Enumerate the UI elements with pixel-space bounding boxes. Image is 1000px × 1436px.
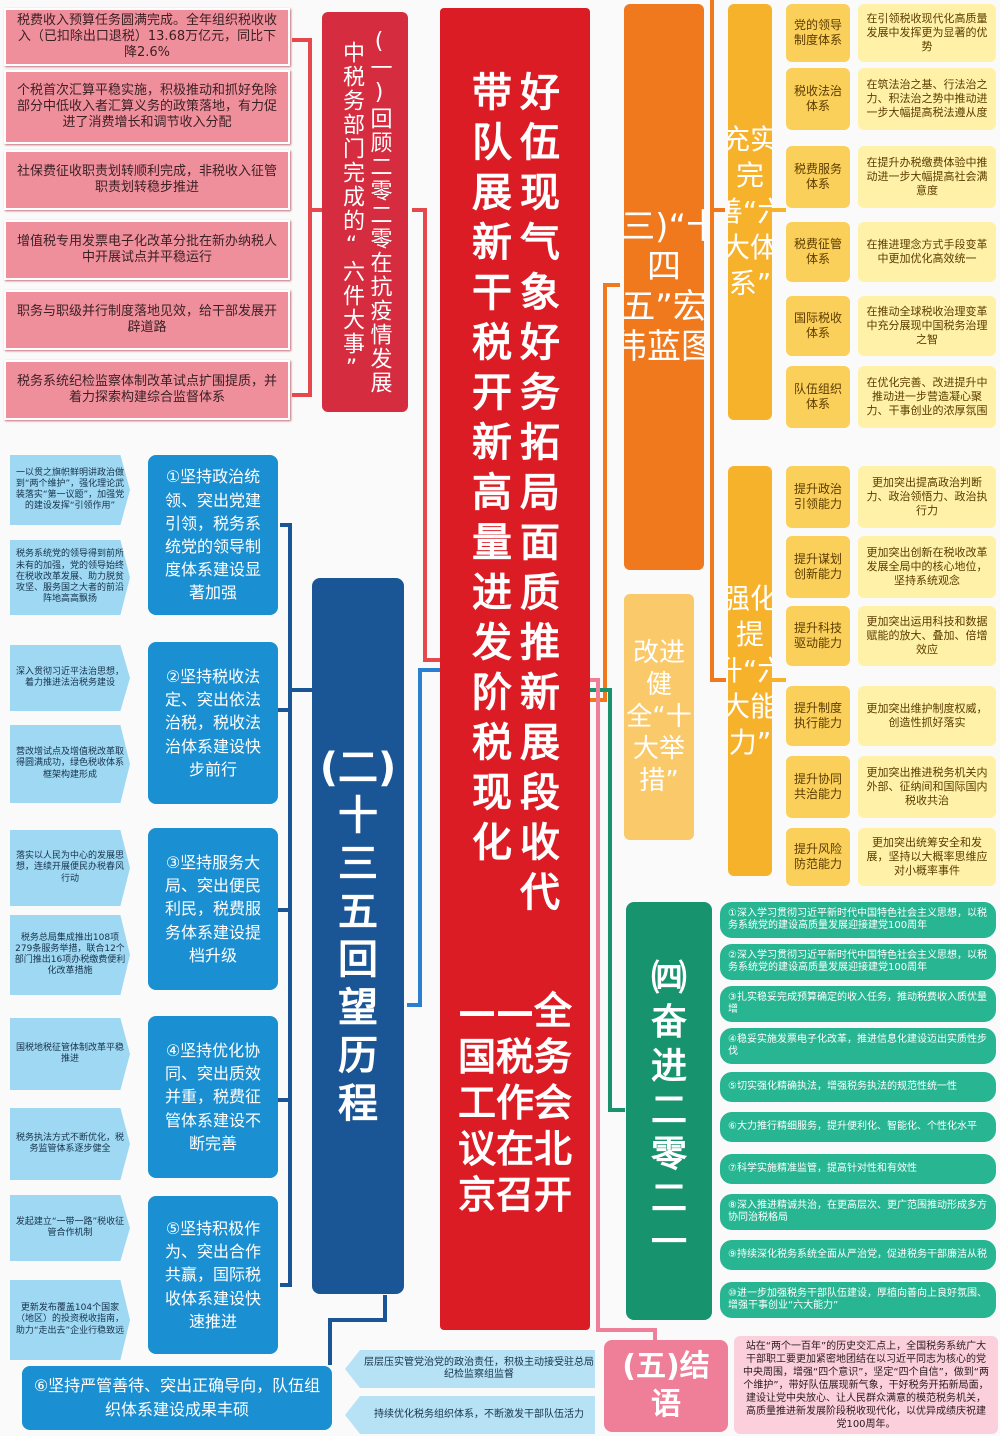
- ability-desc-4: 更加突出维护制度权威，创造性抓好落实: [858, 686, 996, 746]
- center-title-col-left: 带队展新干税开新高量进发阶税现化: [472, 70, 512, 866]
- part4-item-6: ⑥大力推行精细服务，提升便利化、智能化、个性化水平: [720, 1112, 996, 1142]
- ability-name-2: 提升谋划创新能力: [786, 536, 850, 598]
- part5-text: 站在“两个一百年”的历史交汇点上，全国税务系统广大干部职工要更加紧密地团结在以习…: [734, 1336, 998, 1434]
- part4-item-8: ⑧深入推进精诚共治，在更高层次、更广范围推动形成多方协同治税格局: [720, 1194, 996, 1230]
- part2-detail-5: 落实以人民为中心的发展思想，连续开展便民办税春风行动: [10, 830, 130, 906]
- part2-detail-8: 税务执法方式不断优化，税务监管体系逐步健全: [10, 1108, 130, 1180]
- center-title-col-right: 好伍现气象好务拓局面质推新展段收代: [520, 70, 560, 916]
- part4-item-4: ④稳妥实施发票电子化改革，推进信息化建设迈出实质性步伐: [720, 1028, 996, 1064]
- part2-detail-10: 更新发布覆盖104个国家（地区）的投资税收指南，助力“走出去”企业行稳致远: [10, 1280, 130, 1360]
- ability-name-1: 提升政治引领能力: [786, 466, 850, 528]
- part3-six-abilities-label: 强化提升“六大能力”: [728, 466, 772, 876]
- ability-name-5: 提升协同共治能力: [786, 756, 850, 818]
- part2-bottom-note-2: 持续优化税务组织体系，不断激发干部队伍活力: [345, 1396, 595, 1434]
- ability-desc-5: 更加突出推进税务机关内外部、征纳间和国际国内税收共治: [858, 756, 996, 818]
- system-desc-3: 在提升办税缴费体验中推动进一步大幅提高社会满意度: [858, 146, 996, 208]
- ability-desc-1: 更加突出提高政治判断力、政治领悟力、政治执行力: [858, 466, 996, 528]
- part2-item-2: ②坚持税收法定、突出依法治税，税收法治体系建设快步前行: [148, 642, 278, 804]
- part3-six-systems-label: 充实完善“六大体系”: [728, 4, 772, 420]
- part4-item-9: ⑨持续深化税务系统全面从严治党，促进税务干部廉洁从税: [720, 1240, 996, 1270]
- part4-title: ㈣奋进二零二一: [626, 902, 712, 1320]
- part4-item-3: ③扎实稳妥完成预算确定的收入任务，推动税费收入质优量增: [720, 986, 996, 1022]
- part1-title: (一)回顾二零二零在抗疫情发展中税务部门完成的“六件大事”: [322, 12, 408, 412]
- system-desc-5: 在推动全球税收治理变革中充分展现中国税务治理之智: [858, 296, 996, 356]
- system-desc-6: 在优化完善、改进提升中推动进一步营造凝心聚力、干事创业的浓厚氛围: [858, 366, 996, 428]
- system-name-1: 党的领导制度体系: [786, 4, 850, 62]
- part2-item-4: ④坚持优化协同、突出质效并重，税费征管体系建设不断完善: [148, 1016, 278, 1178]
- part5-title: (五)结语: [604, 1340, 728, 1432]
- part1-item-3: 社保费征收职责划转顺利完成，非税收入征管职责划转稳步推进: [4, 150, 290, 210]
- system-name-2: 税收法治体系: [786, 68, 850, 130]
- part2-detail-4: 营改增试点及增值税改革取得圆满成功，绿色税收体系框架构建形成: [10, 725, 130, 803]
- system-name-5: 国际税收体系: [786, 296, 850, 356]
- system-name-6: 队伍组织体系: [786, 366, 850, 428]
- system-desc-4: 在推进理念方式手段变革中更加优化高效统一: [858, 222, 996, 282]
- ability-name-6: 提升风险防范能力: [786, 828, 850, 886]
- part2-detail-2: 税务系统党的领导得到前所未有的加强，党的领导始终在税收改革发展、助力脱贫攻坚、服…: [10, 540, 130, 615]
- part4-item-5: ⑤切实强化精确执法，增强税务执法的规范性统一性: [720, 1072, 996, 1102]
- system-name-4: 税费征管体系: [786, 222, 850, 282]
- part2-item-6: ⑥坚持严管善待、突出正确导向，队伍组织体系建设成果丰硕: [22, 1366, 332, 1430]
- center-subtitle: ——全国税务工作会议在北京召开: [457, 989, 572, 1217]
- system-name-3: 税费服务体系: [786, 146, 850, 208]
- part2-title: (二)十三五回望历程: [312, 578, 404, 1294]
- part2-item-5: ⑤坚持积极作为、突出合作共赢，国际税收体系建设快速推进: [148, 1196, 278, 1354]
- part4-item-7: ⑦科学实施精准监管，提高针对性和有效性: [720, 1154, 996, 1184]
- part1-item-1: 税费收入预算任务圆满完成。全年组织税收收入（已扣除出口退税）13.68万亿元，同…: [4, 8, 290, 66]
- system-desc-2: 在筑法治之基、行法治之力、积法治之势中推动进一步大幅提高税法遵从度: [858, 68, 996, 130]
- part2-detail-7: 国税地税征管体制改革平稳推进: [10, 1018, 130, 1090]
- ability-desc-2: 更加突出创新在税收改革发展全局中的核心地位，坚持系统观念: [858, 536, 996, 598]
- system-desc-1: 在引领税收现代化高质量发展中发挥更为显著的优势: [858, 4, 996, 62]
- ability-name-4: 提升制度执行能力: [786, 686, 850, 746]
- ability-name-3: 提升科技驱动能力: [786, 606, 850, 666]
- part4-item-2: ②深入学习贯彻习近平新时代中国特色社会主义思想，以税务系统党的建设高质量发展迎接…: [720, 944, 996, 980]
- part3-ten-measures: 改进健全“十大举措”: [624, 594, 694, 840]
- part4-item-10: ⑩进一步加强税务干部队伍建设，厚植向善向上良好氛围、增强干事创业“六大能力”: [720, 1282, 996, 1318]
- part1-item-4: 增值税专用发票电子化改革分批在新办纳税人中开展试点并平稳运行: [4, 220, 290, 280]
- part1-item-2: 个税首次汇算平稳实施，积极推动和抓好免除部分中低收入者汇算义务的政策落地，有力促…: [4, 70, 290, 144]
- part1-item-6: 税务系统纪检监察体制改革试点扩围提质，并着力探索构建综合监督体系: [4, 360, 290, 420]
- part2-detail-3: 深入贯彻习近平法治思想，着力推进法治税务建设: [10, 645, 130, 711]
- part1-item-5: 职务与职级并行制度落地见效，给干部发展开辟道路: [4, 290, 290, 350]
- part2-detail-1: 一以贯之旗帜鲜明讲政治做到“两个维护”，强化理论武装落实“第一议题”，加强党的建…: [10, 455, 130, 525]
- part3-title: (三)“十四五”宏伟蓝图: [624, 4, 704, 570]
- part2-item-3: ③坚持服务大局、突出便民利民，税费服务体系建设提档升级: [148, 828, 278, 990]
- center-title-box: 好伍现气象好务拓局面质推新展段收代 带队展新干税开新高量进发阶税现化 ——全国税…: [440, 8, 590, 1330]
- part2-detail-9: 发起建立“一带一路”税收征管合作机制: [10, 1195, 130, 1261]
- part4-item-1: ①深入学习贯彻习近平新时代中国特色社会主义思想，以税务系统党的建设高质量发展迎接…: [720, 902, 996, 938]
- part2-detail-6: 税务总局集成推出108项279条服务举措，联合12个部门推出16项办税缴费便利化…: [10, 915, 130, 995]
- ability-desc-6: 更加突出统筹安全和发展，坚持以大概率思维应对小概率事件: [858, 828, 996, 886]
- part2-bottom-note-1: 层层压实管党治党的政治责任，积极主动接受驻总局纪检监察组监督: [345, 1350, 595, 1388]
- part2-item-1: ①坚持政治统领、突出党建引领，税务系统党的领导制度体系建设显著加强: [148, 455, 278, 615]
- ability-desc-3: 更加突出运用科技和数据赋能的放大、叠加、倍增效应: [858, 606, 996, 666]
